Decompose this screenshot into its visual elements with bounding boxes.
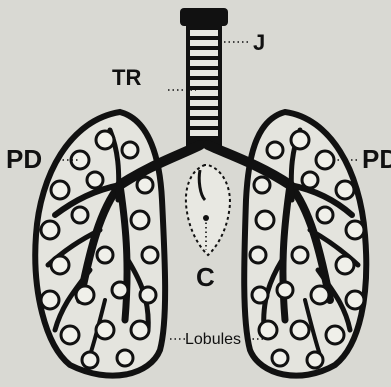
- label-lobules: Lobules: [185, 331, 241, 348]
- label-c: C: [196, 262, 215, 292]
- trachea: [180, 8, 228, 146]
- label-pd-left: PD: [6, 144, 42, 174]
- label-j: J: [253, 30, 265, 55]
- label-tr: TR: [112, 65, 141, 90]
- label-pd-right: PD: [362, 144, 391, 174]
